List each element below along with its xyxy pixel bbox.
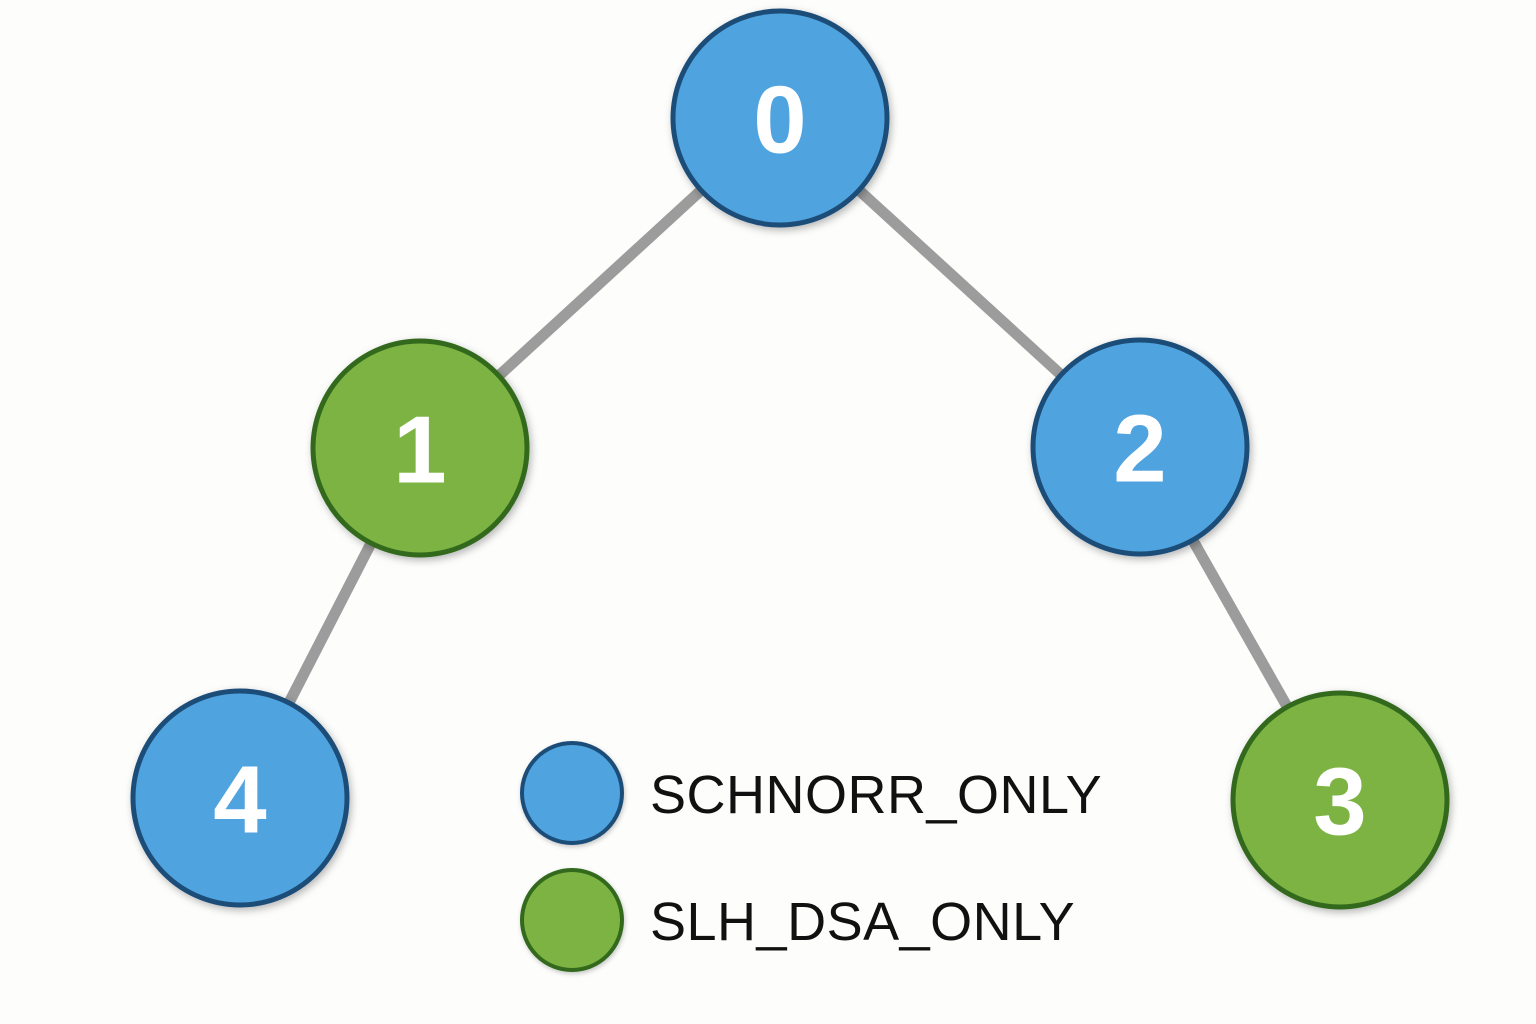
node-circle[interactable] [130,688,350,908]
legend-swatch-icon [520,868,624,972]
graph-node-3[interactable]: 3 [1230,690,1450,910]
legend-label: SCHNORR_ONLY [650,765,1102,825]
node-label: 0 [753,67,806,174]
legend: SCHNORR_ONLY SLH_DSA_ONLY [520,741,1102,972]
node-layer: 0 1 2 3 4 [130,8,1450,910]
legend-item-slh-dsa-only[interactable]: SLH_DSA_ONLY [520,868,1075,972]
graph-node-0[interactable]: 0 [670,8,890,228]
node-label: 1 [393,397,446,504]
graph-node-1[interactable]: 1 [310,338,530,558]
graph-node-4[interactable]: 4 [130,688,350,908]
legend-item-schnorr-only[interactable]: SCHNORR_ONLY [520,741,1102,845]
graph-node-2[interactable]: 2 [1030,337,1250,557]
node-circle[interactable] [1030,337,1250,557]
node-circle[interactable] [670,8,890,228]
node-label: 4 [213,747,266,854]
legend-label: SLH_DSA_ONLY [650,892,1075,952]
node-circle[interactable] [310,338,530,558]
node-circle[interactable] [1230,690,1450,910]
node-label: 2 [1113,396,1166,503]
legend-swatch-icon [520,741,624,845]
node-label: 3 [1313,749,1366,856]
